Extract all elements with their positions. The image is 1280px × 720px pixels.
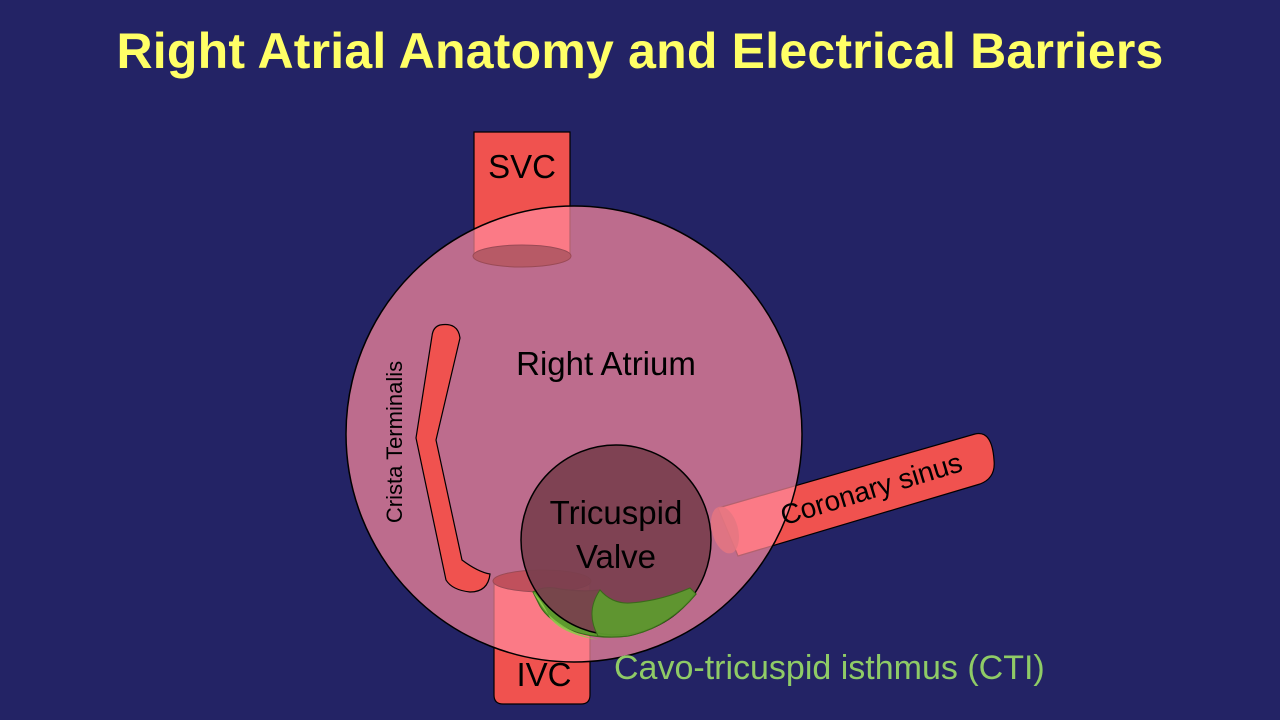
- crista-terminalis-label: Crista Terminalis: [382, 361, 407, 523]
- right-atrium-label: Right Atrium: [516, 345, 696, 382]
- ivc-label: IVC: [516, 656, 571, 693]
- tricuspid-label-line1: Tricuspid: [550, 494, 683, 531]
- tricuspid-label-line2: Valve: [576, 538, 656, 575]
- cti-label: Cavo-tricuspid isthmus (CTI): [614, 649, 1045, 687]
- crista-terminalis-band: [415, 323, 491, 593]
- coronary-sinus-tube: [717, 432, 995, 557]
- svc-ostium: [472, 244, 572, 268]
- svc-label: SVC: [488, 148, 556, 185]
- isthmus-valve-overlap: [591, 587, 697, 638]
- slide-title: Right Atrial Anatomy and Electrical Barr…: [116, 23, 1164, 79]
